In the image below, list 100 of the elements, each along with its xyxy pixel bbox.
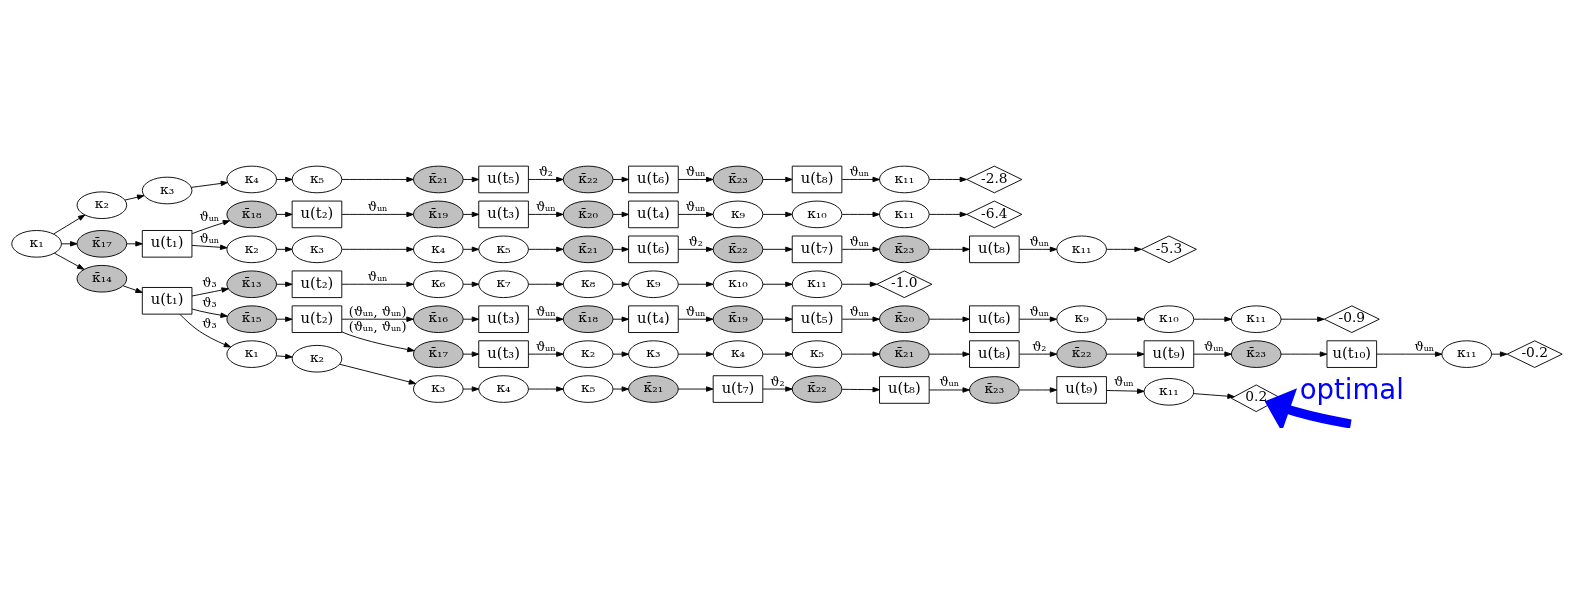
node-box: u(t₁₀) [1326, 340, 1378, 368]
node-ellipse: κ₉ [628, 270, 679, 299]
node-ellipse: κ₁₁ [879, 200, 930, 229]
node-ellipse: κ̄₂₂ [562, 165, 614, 194]
arrow [462, 176, 480, 183]
arrow [841, 386, 880, 393]
node-diamond: -0.9 [1323, 305, 1380, 333]
edge-label: (ϑᵤₙ, ϑᵤₙ) [348, 319, 407, 335]
node-box: u(t₈) [969, 340, 1020, 368]
arrow [612, 281, 629, 287]
node-ellipse: κ̄₁₇ [76, 230, 128, 258]
node-ellipse: κ₅ [291, 165, 343, 194]
arrow [341, 331, 415, 353]
arrow [179, 313, 232, 348]
node-box: u(t₁) [141, 287, 193, 315]
edge-label: ϑ₃ [202, 295, 217, 311]
arrow [1106, 246, 1142, 253]
node-box: u(t₆) [628, 165, 679, 194]
arrow [462, 316, 480, 322]
arrow [341, 246, 414, 253]
arrow [762, 316, 793, 322]
arrow [339, 363, 417, 385]
node-ellipse: κ₅ [562, 375, 614, 403]
arrow [276, 353, 293, 360]
edge-label: ϑ₃ [202, 315, 217, 331]
arrow [527, 246, 564, 253]
arrow [677, 211, 714, 218]
node-diamond: -5.3 [1140, 235, 1197, 264]
node-ellipse: κ̄₂₁ [879, 340, 930, 368]
arrow [1280, 316, 1325, 322]
edge-label: ϑᵤₙ [685, 163, 706, 179]
node-ellipse: κ₅ [791, 340, 843, 368]
node-ellipse: κ₁₁ [879, 165, 930, 194]
arrow [612, 386, 629, 392]
node-ellipse: κ̄₁₉ [712, 305, 764, 333]
node-ellipse: κ̄₂₀ [879, 305, 930, 333]
arrow [612, 351, 629, 357]
arrow [462, 351, 480, 357]
arrow [612, 316, 629, 322]
arrow [841, 176, 880, 183]
arrow [841, 246, 880, 253]
arrow [54, 252, 85, 270]
arrow [53, 214, 86, 235]
edge-label: ϑᵤₙ [939, 374, 960, 390]
arrow [191, 220, 231, 235]
node-ellipse: κ̄₁₅ [226, 305, 277, 333]
edge-label: ϑᵤₙ [199, 231, 220, 247]
arrow [1019, 316, 1058, 322]
arrow [122, 285, 143, 293]
node-box: u(t₉) [1143, 340, 1195, 368]
node-box: u(t₄) [628, 200, 679, 229]
arrow [928, 176, 968, 183]
arrow [841, 281, 878, 287]
edge-label: ϑᵤₙ [535, 303, 556, 319]
edge-label: ϑᵤₙ [1029, 303, 1050, 319]
edge-label: ϑ₂ [538, 163, 554, 179]
node-box: u(t₇) [712, 375, 764, 403]
arrow [1193, 316, 1232, 322]
edge-label: ϑᵤₙ [367, 198, 388, 214]
node-box: u(t₈) [791, 165, 843, 194]
arrow [341, 211, 414, 218]
arrow [462, 211, 480, 218]
arrow [1019, 387, 1058, 393]
edge-label: ϑᵤₙ [1029, 233, 1050, 249]
arrow [762, 246, 793, 253]
node-box: u(t₅) [478, 165, 529, 194]
arrow [1491, 351, 1508, 357]
node-ellipse: κ₉ [712, 200, 764, 229]
arrow [191, 287, 229, 297]
node-ellipse: κ̄₂₁ [413, 165, 464, 194]
node-ellipse: κ₄ [712, 340, 764, 368]
edge-label: ϑᵤₙ [1203, 338, 1224, 354]
edge-label: (ϑᵤₙ, ϑᵤₙ) [348, 303, 407, 319]
arrow [276, 316, 293, 322]
edge-label: ϑ₂ [1032, 338, 1047, 354]
edge-label: ϑᵤₙ [849, 163, 870, 179]
arrow [1376, 351, 1443, 357]
arrow [1193, 393, 1235, 399]
node-box: u(t₃) [478, 200, 529, 229]
edge-label: ϑᵤₙ [685, 303, 706, 319]
arrow [276, 176, 293, 183]
arrow [928, 387, 970, 393]
node-box: u(t₃) [478, 340, 529, 368]
node-box: u(t₄) [628, 305, 679, 333]
edge-label: ϑᵤₙ [1414, 338, 1435, 354]
edge-label: ϑᵤₙ [535, 338, 556, 354]
node-ellipse: κ₂ [291, 344, 343, 373]
node-ellipse: κ̄₂₂ [712, 235, 764, 264]
node-ellipse: κ̄₁₈ [562, 305, 614, 333]
node-ellipse: κ̄₂₂ [791, 375, 843, 403]
edge-label: ϑᵤₙ [685, 198, 706, 214]
node-ellipse: κ₄ [226, 165, 277, 194]
arrow [1106, 388, 1145, 394]
arrow [527, 316, 564, 322]
arrow [276, 281, 293, 287]
node-ellipse: κ̄₂₁ [628, 375, 679, 403]
arrow [677, 316, 714, 322]
arrow [762, 176, 793, 183]
arrow [276, 246, 293, 253]
node-ellipse: κ₁₀ [1143, 305, 1195, 333]
